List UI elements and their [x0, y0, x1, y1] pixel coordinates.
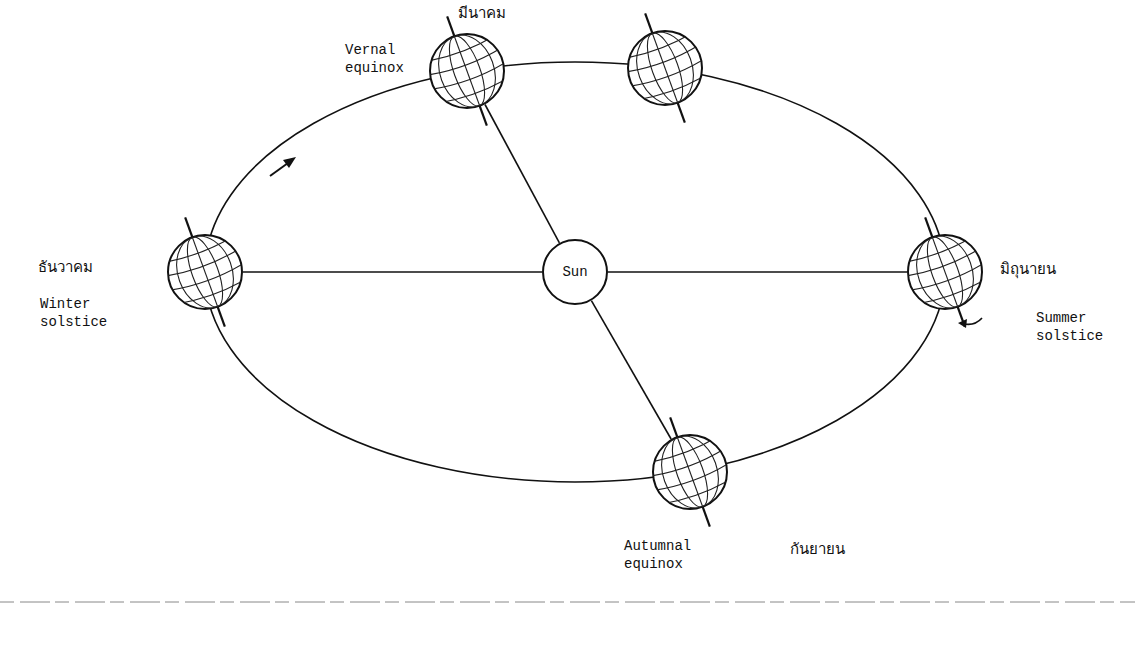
sun-circle: Sun [542, 239, 608, 305]
sun-line [591, 301, 671, 439]
earth-globe [895, 217, 995, 326]
sun-label: Sun [562, 264, 587, 280]
month-label: มิถุนายน [1000, 260, 1056, 279]
sun-line [608, 271, 907, 273]
season-label: Winter solstice [40, 296, 114, 331]
month-label: กันยายน [790, 540, 845, 559]
season-label: Vernal equinox [345, 42, 417, 77]
earth-globe [155, 217, 255, 326]
rotation-arrow [958, 318, 982, 328]
direction-arrow [270, 157, 296, 176]
sun-line [485, 105, 559, 243]
season-label: Summer solstice [1036, 310, 1110, 345]
earth-globe [640, 417, 740, 526]
sun-line [243, 271, 542, 273]
orbit [205, 62, 945, 482]
earth-globe [615, 13, 715, 122]
month-label: ธันวาคม [38, 258, 93, 277]
earth-globe [417, 16, 517, 125]
scan-rule [0, 602, 1135, 603]
season-label: Autumnal equinox [624, 538, 708, 573]
month-label: มีนาคม [458, 4, 506, 23]
